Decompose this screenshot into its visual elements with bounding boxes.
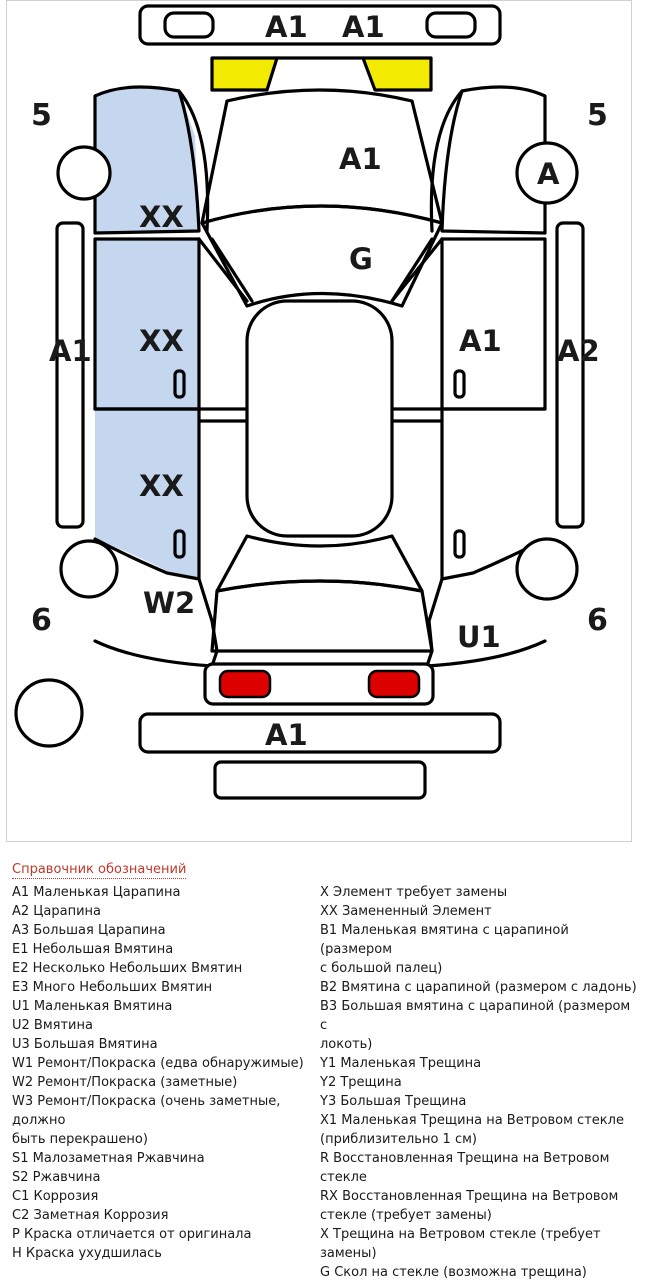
door-handle-right-front [453,369,466,399]
left-sill [55,221,85,529]
legend-item: W3 Ремонт/Покраска (очень заметные, долж… [12,1094,281,1128]
legend-item: XX Замененный Элемент [320,904,492,919]
right-rear-quarter [425,537,547,668]
left-door-strip-top [197,237,249,423]
rear-bumper [138,712,502,754]
legend-item: Y2 Трещина [320,1075,402,1090]
left-fender-outline [93,85,201,235]
taillight-right [367,669,421,699]
legend-item: C2 Заметная Коррозия [12,1208,169,1223]
legend-item: (приблизительно 1 см) [320,1132,477,1147]
mark-front-bumper-right: A1 [342,10,385,44]
mark-windshield: G [349,242,373,276]
mark-corner-rear-right: 6 [587,603,608,638]
spare-wheel [14,678,84,748]
right-fender-outline [440,85,547,235]
legend-item: Y3 Большая Трещина [320,1094,467,1109]
front-bumper [138,4,502,46]
legend-item: E1 Небольшая Вмятина [12,942,174,957]
legend-item: X Трещина на Ветровом стекле (требует за… [320,1227,601,1261]
legend-item: U2 Вмятина [12,1018,93,1033]
legend-item: B1 Маленькая вмятина с царапиной (размер… [320,923,569,957]
left-fender-replaced-fill [95,87,199,233]
mark-left-front-door: XX [139,324,184,358]
mark-right-sill: A2 [557,334,600,368]
roof [245,299,394,538]
mark-left-rear-door: XX [139,469,184,503]
legend-item: C1 Коррозия [12,1189,99,1204]
wheel-front-right [515,141,579,205]
trunk [210,579,434,653]
left-rear-door-replaced-fill [95,409,199,579]
left-fender-inner [177,89,210,233]
mark-left-fender: XX [139,200,184,234]
legend-item: U1 Маленькая Вмятина [12,999,173,1014]
legend-item: быть перекрашено) [12,1132,148,1147]
right-sill [555,221,585,529]
legend: Справочник обозначений A1 Маленькая Цара… [12,861,652,1280]
legend-item: S2 Ржавчина [12,1170,101,1185]
legend-item: A3 Большая Царапина [12,923,166,938]
legend-item: Y1 Маленькая Трещина [320,1056,482,1071]
left-rear-quarter [93,537,219,668]
legend-item: X Элемент требует замены [320,885,508,900]
legend-item: B3 Большая вмятина с царапиной (размером… [320,999,631,1033]
legend-item: X1 Маленькая Трещина на Ветровом стекле [320,1113,624,1128]
front-bumper-left-slot [163,11,215,39]
right-fender-inner [429,89,464,233]
rear-window [215,534,424,593]
mark-hood: A1 [339,142,382,176]
mark-corner-front-right: 5 [587,98,608,133]
mark-right-rear-fender: U1 [457,620,501,654]
legend-item: U3 Большая Вмятина [12,1037,158,1052]
wheel-rear-left [59,539,119,599]
legend-item: с большой палец) [320,961,443,976]
headlight-right [361,56,433,92]
mark-left-sill: A1 [49,334,92,368]
legend-item: H Краска ухудшилась [12,1246,162,1261]
legend-item: стекле (требует замены) [320,1208,492,1223]
legend-item: S1 Малозаметная Ржавчина [12,1151,205,1166]
legend-right-column: X Элемент требует замены XX Замененный Эл… [320,883,640,1282]
hood [200,88,444,225]
mark-corner-rear-left: 6 [31,603,52,638]
left-front-door-replaced-fill [95,239,199,409]
door-handle-left-front [173,369,186,399]
legend-item: P Краска отличается от оригинала [12,1227,252,1242]
legend-item: RX Восстановленная Трещина на Ветровом [320,1189,619,1204]
door-handle-right-rear [453,529,466,559]
mark-left-rear-fender: W2 [143,586,195,620]
legend-item: E2 Несколько Небольших Вмятин [12,961,243,976]
car-damage-diagram: A1 A1 A1 G XX XX XX A1 A1 A2 W2 U1 A A1 … [6,0,632,842]
wheel-rear-right [515,537,579,601]
right-door-strip [390,237,444,423]
taillight-left [218,669,272,699]
legend-item: A1 Маленькая Царапина [12,885,181,900]
legend-item: W2 Ремонт/Покраска (заметные) [12,1075,238,1090]
headlight-left [210,56,279,92]
legend-item: R Восстановленная Трещина на Ветровом ст… [320,1151,610,1185]
windshield-pillar-left [210,237,254,303]
mark-corner-front-left: 5 [31,98,52,133]
mark-right-front-wheel: A [537,157,560,191]
legend-title[interactable]: Справочник обозначений [12,862,187,879]
legend-item: B2 Вмятина с царапиной (размером с ладон… [320,980,637,995]
mark-right-front-door: A1 [459,324,502,358]
legend-left-column: A1 Маленькая Царапина A2 Царапина A3 Больш… [12,883,312,1263]
mark-rear-bumper: A1 [265,718,308,752]
legend-item: G Скол на стекле (возможна трещина) [320,1265,587,1280]
legend-item: E3 Много Небольших Вмятин [12,980,213,995]
legend-item: локоть) [320,1037,373,1052]
door-handle-left-rear [173,529,186,559]
rear-under-panel [213,760,427,800]
front-bumper-right-slot [425,11,477,39]
mark-front-bumper-left: A1 [265,10,308,44]
wheel-front-left [56,145,112,201]
legend-item: A2 Царапина [12,904,101,919]
car-outline-svg: A1 A1 A1 G XX XX XX A1 A1 A2 W2 U1 A A1 … [14,4,608,800]
legend-item: W1 Ремонт/Покраска (едва обнаружимые) [12,1056,304,1071]
